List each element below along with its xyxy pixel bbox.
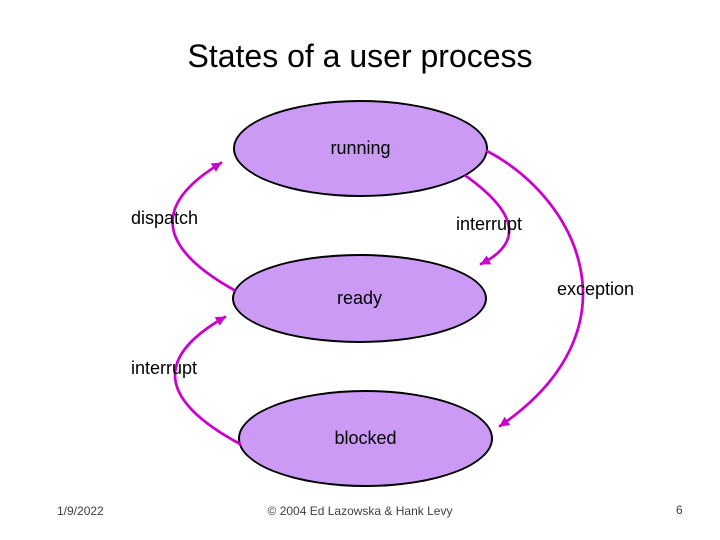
node-running: running	[233, 100, 488, 197]
edge-interrupt-blocked-to-ready	[173, 315, 242, 446]
edge-label-interrupt-running-ready: interrupt	[456, 214, 523, 234]
footer-copyright: © 2004 Ed Lazowska & Hank Levy	[267, 504, 453, 518]
edge-label-exception: exception	[557, 279, 635, 299]
footer-date: 1/9/2022	[57, 504, 104, 518]
slide-title: States of a user process	[187, 38, 533, 74]
node-blocked: blocked	[238, 390, 493, 487]
node-ready-label: ready	[336, 288, 383, 308]
edge-label-interrupt-blocked-ready: interrupt	[131, 358, 198, 378]
node-ready: ready	[232, 254, 487, 343]
node-running-label: running	[330, 138, 391, 158]
node-blocked-label: blocked	[334, 428, 397, 448]
edge-label-dispatch: dispatch	[131, 208, 199, 228]
slide-page-number: 6	[676, 503, 683, 517]
